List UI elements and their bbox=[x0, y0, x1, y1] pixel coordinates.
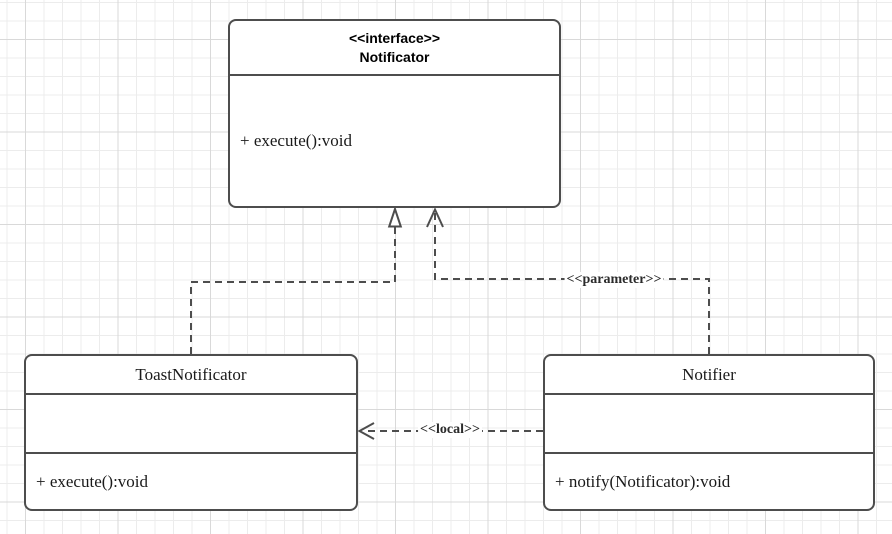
edge-label-local[interactable]: <<local>> bbox=[418, 422, 482, 438]
edge-realization-toastnotificator-notificator[interactable] bbox=[190, 205, 403, 354]
class-title: ToastNotificator bbox=[26, 356, 356, 395]
class-methods-compartment: + execute():void bbox=[26, 454, 356, 509]
method-entry: + execute():void bbox=[240, 131, 353, 150]
class-name: Notifier bbox=[682, 364, 736, 384]
open-arrowhead bbox=[357, 422, 375, 440]
class-title: <<interface>> Notificator bbox=[230, 21, 559, 76]
class-methods-compartment: + execute():void bbox=[230, 76, 559, 206]
class-fields-compartment bbox=[26, 395, 356, 454]
class-fields-compartment bbox=[545, 395, 873, 454]
class-box-notificator[interactable]: <<interface>> Notificator + execute():vo… bbox=[228, 19, 561, 208]
class-name: Notificator bbox=[359, 48, 430, 65]
class-methods-compartment: + notify(Notificator):void bbox=[545, 454, 873, 509]
class-stereotype: <<interface>> bbox=[348, 29, 441, 46]
class-title: Notifier bbox=[545, 356, 873, 395]
class-box-notifier[interactable]: Notifier + notify(Notificator):void bbox=[543, 354, 875, 511]
edge-label-parameter[interactable]: <<parameter>> bbox=[564, 272, 664, 288]
open-arrowhead bbox=[426, 207, 444, 228]
edge-dependency-notifier-notificator[interactable] bbox=[426, 207, 710, 355]
hollow-triangle-arrowhead bbox=[387, 205, 403, 228]
class-box-toastnotificator[interactable]: ToastNotificator + execute():void bbox=[24, 354, 358, 511]
class-name: ToastNotificator bbox=[135, 364, 247, 384]
method-entry: + notify(Notificator):void bbox=[555, 471, 731, 491]
method-entry: + execute():void bbox=[36, 471, 149, 491]
